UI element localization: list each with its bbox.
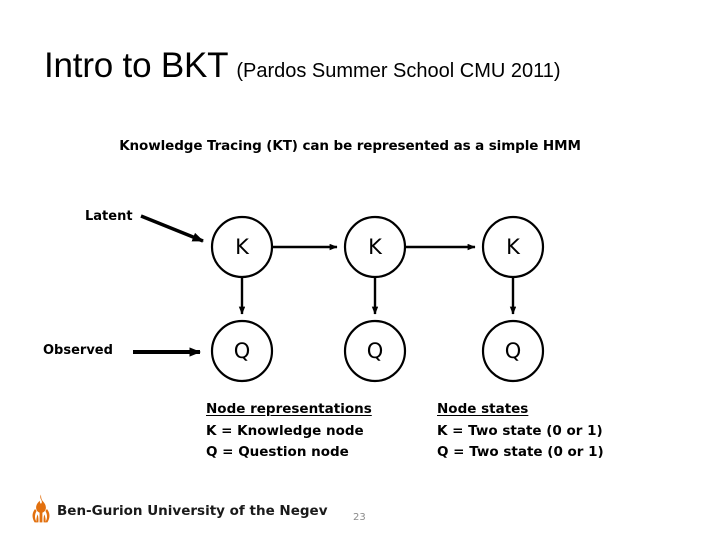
footer-page-number: 23 <box>353 512 366 523</box>
legend-right-heading: Node states <box>437 401 529 417</box>
legend-left-line-2: Q = Question node <box>206 444 349 460</box>
legend-node-representations: Node representations K = Knowledge node … <box>206 399 372 464</box>
node-k-3: K <box>481 215 545 279</box>
node-k-1: K <box>210 215 274 279</box>
node-q-1-label: Q <box>234 339 251 363</box>
latent-row-label: Latent <box>85 209 133 224</box>
legend-left-line-1: K = Knowledge node <box>206 422 364 439</box>
bgu-flame-logo-icon <box>28 494 54 524</box>
legend-left-heading: Node representations <box>206 401 372 417</box>
node-q-2: Q <box>343 319 407 383</box>
node-q-3-label: Q <box>505 339 522 363</box>
legend-right-line-2: Q = Two state (0 or 1) <box>437 444 604 460</box>
node-k-2-label: K <box>368 235 383 259</box>
node-k-3-label: K <box>506 235 521 259</box>
title-main-text: Intro to BKT <box>44 46 229 85</box>
footer-institution-name: Ben-Gurion University of the Negev <box>57 503 328 519</box>
node-k-2: K <box>343 215 407 279</box>
node-q-2-label: Q <box>367 339 384 363</box>
observed-row-label: Observed <box>43 343 113 358</box>
legend-right-line-1: K = Two state (0 or 1) <box>437 422 603 439</box>
node-q-3: Q <box>481 319 545 383</box>
legend-node-states: Node states K = Two state (0 or 1) Q = T… <box>437 399 604 464</box>
node-q-1: Q <box>210 319 274 383</box>
page-title: Intro to BKT (Pardos Summer School CMU 20… <box>44 46 561 86</box>
slide-caption: Knowledge Tracing (KT) can be represente… <box>119 138 581 154</box>
latent-pointer-arrow <box>140 214 204 243</box>
node-k-1-label: K <box>235 235 250 259</box>
title-subtitle-text: (Pardos Summer School CMU 2011) <box>236 60 561 82</box>
